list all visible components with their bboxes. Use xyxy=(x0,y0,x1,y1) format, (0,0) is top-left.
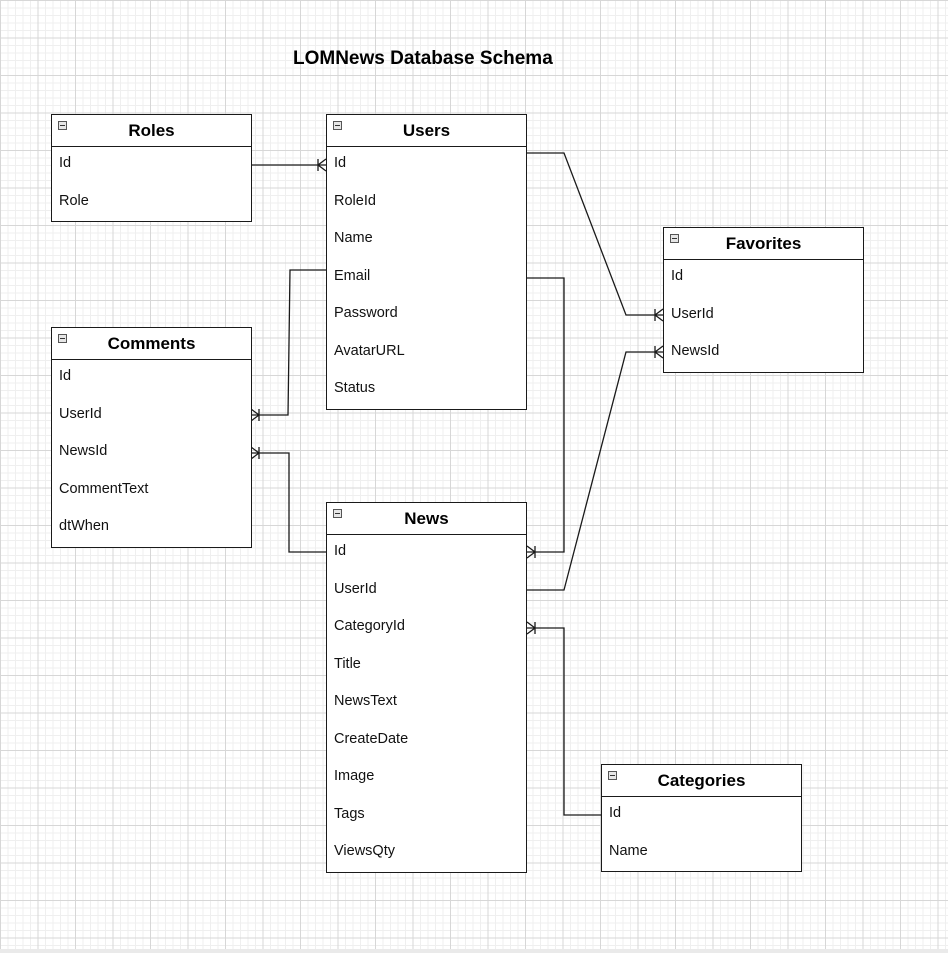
connector-categories-news[interactable] xyxy=(526,621,601,816)
collapse-icon[interactable] xyxy=(333,121,342,130)
table-name: News xyxy=(404,509,449,528)
field-password[interactable]: Password xyxy=(334,305,398,321)
table-categories[interactable]: Categories Id Name xyxy=(601,764,802,872)
field-id[interactable]: Id xyxy=(609,805,622,821)
connector-roles-users[interactable] xyxy=(251,158,327,172)
field-role-id[interactable]: RoleId xyxy=(334,192,376,209)
field-id[interactable]: Id xyxy=(334,543,347,559)
table-news-header[interactable]: News xyxy=(327,503,526,535)
field-comment-text[interactable]: CommentText xyxy=(59,480,149,497)
field-user-id[interactable]: UserId xyxy=(59,405,102,422)
table-name: Categories xyxy=(657,771,746,790)
table-name: Comments xyxy=(107,334,196,353)
table-roles-header[interactable]: Roles xyxy=(52,115,251,147)
collapse-icon[interactable] xyxy=(608,771,617,780)
table-name: Roles xyxy=(128,121,175,140)
field-role[interactable]: Role xyxy=(59,192,89,209)
collapse-icon[interactable] xyxy=(58,121,67,130)
field-category-id[interactable]: CategoryId xyxy=(334,618,405,634)
collapse-icon[interactable] xyxy=(670,234,679,243)
field-id[interactable]: Id xyxy=(671,268,684,284)
connector-users-comments[interactable] xyxy=(250,269,326,422)
collapse-icon[interactable] xyxy=(333,509,342,518)
collapse-icon[interactable] xyxy=(58,334,67,343)
field-image[interactable]: Image xyxy=(334,768,375,784)
connector-news-favorites[interactable] xyxy=(527,345,664,591)
table-news[interactable]: News Id UserId CategoryId Title NewsText… xyxy=(326,502,527,873)
field-avatar-url[interactable]: AvatarURL xyxy=(334,342,405,359)
field-id[interactable]: Id xyxy=(59,368,72,384)
table-name: Users xyxy=(402,121,451,140)
field-news-id[interactable]: NewsId xyxy=(671,343,720,359)
connector-comments-news[interactable] xyxy=(250,446,326,553)
table-users-header[interactable]: Users xyxy=(327,115,526,147)
field-id[interactable]: Id xyxy=(59,155,72,171)
table-favorites[interactable]: Favorites Id UserId NewsId xyxy=(663,227,864,373)
field-status[interactable]: Status xyxy=(334,380,376,396)
field-email[interactable]: Email xyxy=(334,267,371,284)
field-title[interactable]: Title xyxy=(334,655,361,672)
table-name: Favorites xyxy=(725,234,802,253)
field-news-id[interactable]: NewsId xyxy=(59,443,108,459)
field-name[interactable]: Name xyxy=(334,230,373,246)
field-create-date[interactable]: CreateDate xyxy=(334,730,409,747)
connector-users-news[interactable] xyxy=(526,277,565,559)
table-favorites-header[interactable]: Favorites xyxy=(664,228,863,260)
field-news-text[interactable]: NewsText xyxy=(334,693,397,709)
field-tags[interactable]: Tags xyxy=(334,805,365,822)
table-comments[interactable]: Comments Id UserId NewsId CommentText dt… xyxy=(51,327,252,548)
diagram-title: LOMNews Database Schema xyxy=(293,48,553,69)
field-user-id[interactable]: UserId xyxy=(671,305,714,322)
canvas-bottom-edge xyxy=(0,949,948,953)
table-categories-header[interactable]: Categories xyxy=(602,765,801,797)
table-roles[interactable]: Roles Id Role xyxy=(51,114,252,222)
field-name[interactable]: Name xyxy=(609,842,648,859)
field-views-qty[interactable]: ViewsQty xyxy=(334,843,395,859)
table-users[interactable]: Users Id RoleId Name Email Password Avat… xyxy=(326,114,527,410)
field-dt-when[interactable]: dtWhen xyxy=(59,518,109,534)
table-comments-header[interactable]: Comments xyxy=(52,328,251,360)
field-id[interactable]: Id xyxy=(334,155,347,171)
connector-users-favorites[interactable] xyxy=(527,152,664,322)
field-user-id[interactable]: UserId xyxy=(334,580,377,597)
